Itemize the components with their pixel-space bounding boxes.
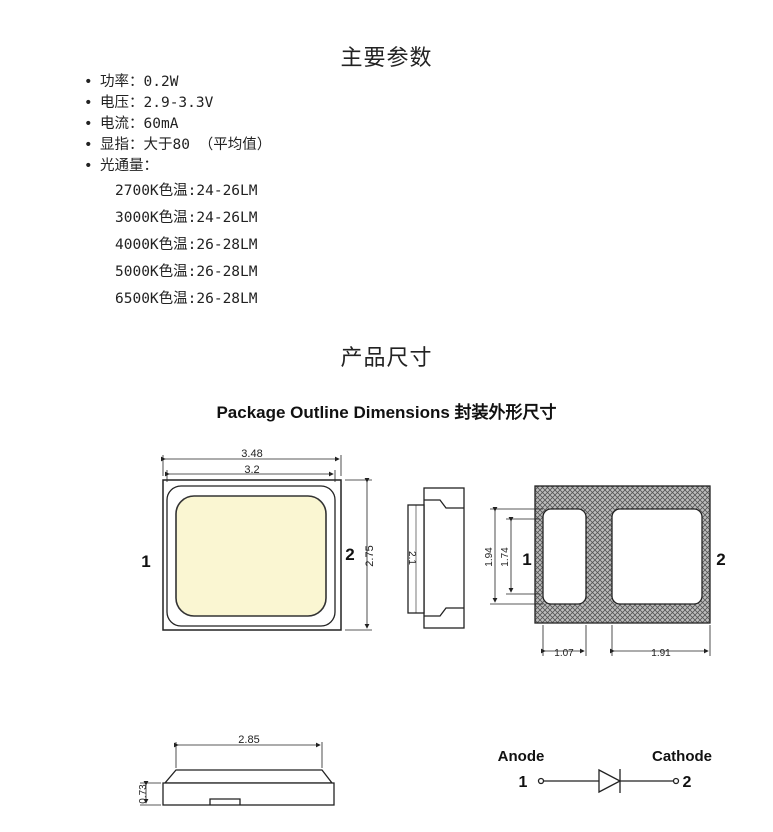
dim-bottom-pad-left: 1.07 bbox=[554, 648, 574, 659]
spec-list: 功率：0.2W 电压：2.9-3.3V 电流：60mA 显指：大于80 （平均值… bbox=[82, 72, 271, 177]
front-view-base bbox=[162, 782, 335, 806]
bottom-view-pin-2: 2 bbox=[716, 550, 725, 569]
section-title-dimensions: 产品尺寸 bbox=[340, 346, 433, 371]
bottom-view-pin-1: 1 bbox=[522, 550, 531, 569]
diode-symbol bbox=[537, 768, 680, 794]
diode-triangle bbox=[598, 768, 622, 794]
top-view-pin-1: 1 bbox=[141, 552, 150, 571]
anode-terminal bbox=[537, 777, 545, 785]
dim-top-width-outer: 3.48 bbox=[241, 448, 262, 460]
bottom-view-pad-left bbox=[542, 508, 587, 605]
flux-item-5000k: 5000K色温:26-28LM bbox=[115, 264, 258, 280]
spec-power: 功率：0.2W bbox=[82, 72, 271, 93]
cathode-label: Cathode bbox=[652, 748, 712, 765]
flux-item-4000k: 4000K色温:26-28LM bbox=[115, 237, 258, 253]
spec-cri: 显指：大于80 （平均值） bbox=[82, 135, 271, 156]
dim-bottom-pad-right: 1.91 bbox=[651, 648, 671, 659]
dim-bottom-height-outer: 1.94 bbox=[484, 547, 495, 567]
top-view bbox=[161, 455, 372, 631]
flux-item-2700k: 2700K色温:24-26LM bbox=[115, 183, 258, 199]
cathode-pin-number: 2 bbox=[683, 774, 692, 791]
cathode-terminal bbox=[672, 777, 680, 785]
flux-item-3000k: 3000K色温:24-26LM bbox=[115, 210, 258, 226]
anode-label: Anode bbox=[498, 748, 545, 765]
flux-item-6500k: 6500K色温:26-28LM bbox=[115, 291, 258, 307]
dim-top-width-inner: 3.2 bbox=[244, 464, 259, 476]
side-view-body bbox=[423, 487, 465, 629]
section-title-main-parameters: 主要参数 bbox=[340, 46, 433, 71]
spec-voltage: 电压：2.9-3.3V bbox=[82, 93, 271, 114]
dim-bottom-height-inner: 1.74 bbox=[500, 547, 511, 567]
anode-pin-number: 1 bbox=[519, 774, 528, 791]
package-outline-title: Package Outline Dimensions 封装外形尺寸 bbox=[216, 403, 557, 422]
front-view bbox=[140, 742, 335, 806]
led-emitter-window bbox=[175, 495, 327, 617]
spec-luminous-flux: 光通量： bbox=[82, 156, 271, 177]
top-view-pin-2: 2 bbox=[345, 545, 354, 564]
dim-front-thickness: 0.73 bbox=[138, 784, 149, 804]
front-view-dome bbox=[163, 769, 334, 784]
dim-side-height: 2.1 bbox=[406, 551, 417, 565]
spec-current: 电流：60mA bbox=[82, 114, 271, 135]
bottom-view bbox=[490, 485, 711, 656]
bottom-view-pad-right bbox=[611, 508, 703, 605]
side-view bbox=[407, 487, 465, 629]
dim-front-width: 2.85 bbox=[238, 734, 259, 746]
flux-list: 2700K色温:24-26LM 3000K色温:24-26LM 4000K色温:… bbox=[115, 178, 258, 313]
dim-top-height: 2.75 bbox=[364, 545, 376, 566]
